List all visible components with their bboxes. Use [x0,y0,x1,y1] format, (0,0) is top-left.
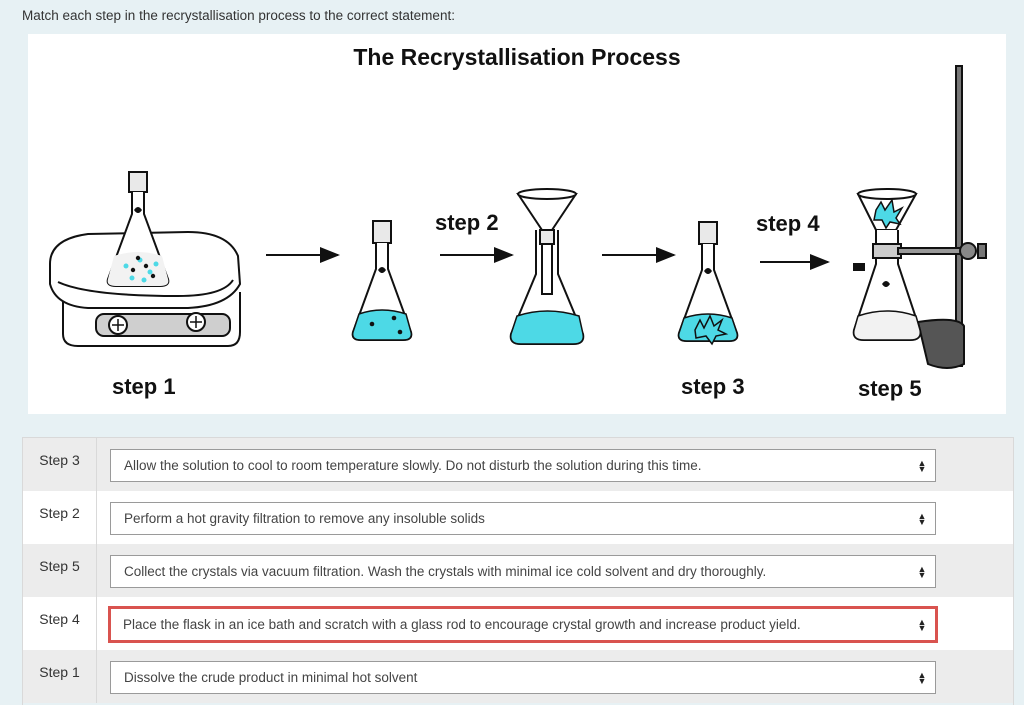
label-step-5: step 5 [858,376,922,401]
match-row: Step 4 Place the flask in an ice bath an… [23,597,1013,650]
row-label: Step 3 [23,438,97,491]
select-value: Collect the crystals via vacuum filtrati… [124,564,767,579]
match-row: Step 1 Dissolve the crude product in min… [23,650,1013,703]
sort-arrows-icon: ▲▼ [917,563,927,580]
diagram-title: The Recrystallisation Process [353,44,681,70]
match-row: Step 2 Perform a hot gravity filtration … [23,491,1013,544]
vacuum-filtration-setup [852,65,987,369]
hot-plate [49,230,242,347]
statement-select[interactable]: Collect the crystals via vacuum filtrati… [110,555,936,588]
flask-step1 [106,171,170,287]
select-value: Perform a hot gravity filtration to remo… [124,511,485,526]
label-step-4: step 4 [756,211,820,236]
match-row: Step 5 Collect the crystals via vacuum f… [23,544,1013,597]
label-step-1: step 1 [112,374,176,399]
sort-arrows-icon: ▲▼ [917,510,927,527]
label-step-2: step 2 [435,210,499,235]
flask-hot-solution [351,220,413,341]
statement-select[interactable]: Allow the solution to cool to room tempe… [110,449,936,482]
statement-select-highlighted[interactable]: Place the flask in an ice bath and scrat… [108,606,938,643]
select-value: Place the flask in an ice bath and scrat… [123,617,801,632]
flask-with-funnel [509,188,585,345]
statement-select[interactable]: Perform a hot gravity filtration to remo… [110,502,936,535]
question-prompt: Match each step in the recrystallisation… [22,8,455,23]
diagram-illustration [49,65,987,369]
flask-crystals [677,221,739,346]
select-value: Allow the solution to cool to room tempe… [124,458,702,473]
row-label: Step 1 [23,650,97,703]
match-row: Step 3 Allow the solution to cool to roo… [23,438,1013,491]
label-step-3: step 3 [681,374,745,399]
recrystallisation-diagram: The Recrystallisation Process step 1 ste… [28,34,1006,414]
statement-select[interactable]: Dissolve the crude product in minimal ho… [110,661,936,694]
row-label: Step 5 [23,544,97,597]
sort-arrows-icon: ▲▼ [917,669,927,686]
matching-table: Step 3 Allow the solution to cool to roo… [22,437,1014,705]
row-label: Step 2 [23,491,97,544]
row-label: Step 4 [23,597,97,650]
sort-arrows-icon: ▲▼ [917,457,927,474]
select-value: Dissolve the crude product in minimal ho… [124,670,418,685]
sort-arrows-icon: ▲▼ [917,616,927,633]
